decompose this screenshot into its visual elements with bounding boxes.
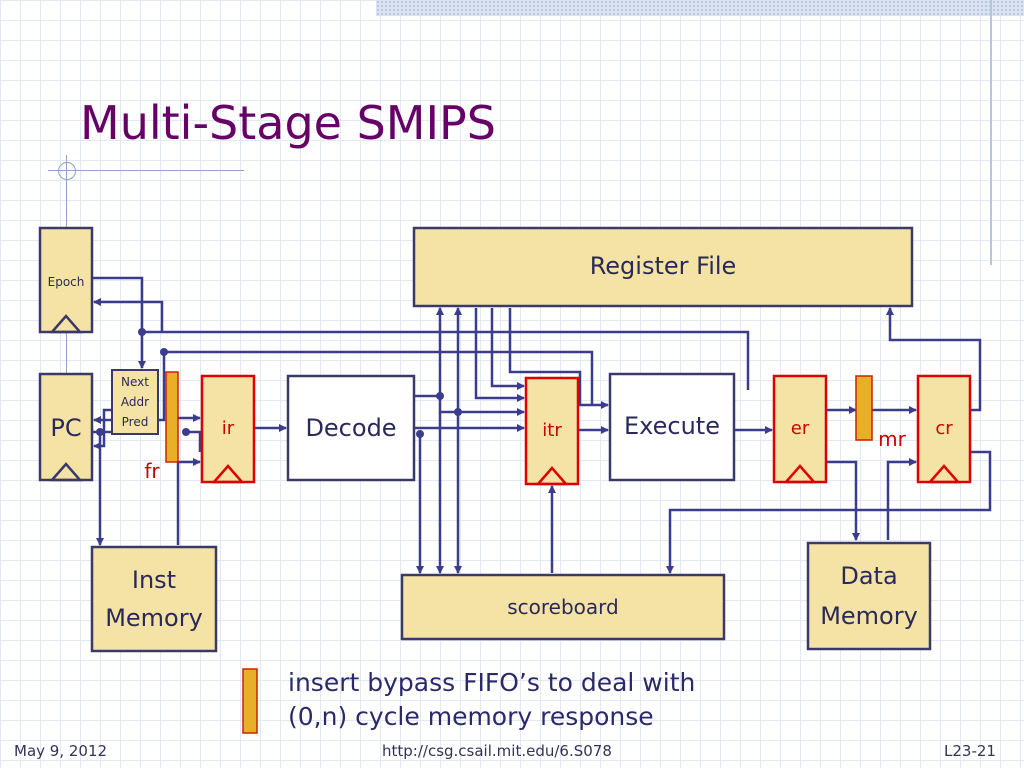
epoch-label: Epoch: [48, 275, 85, 289]
note-line-2: (0,n) cycle memory response: [288, 702, 654, 731]
execute-block: Execute: [608, 372, 736, 482]
pc-register: PC: [38, 372, 94, 482]
title-rule: [48, 170, 244, 171]
pc-label: PC: [50, 414, 81, 442]
mr-fifo: mr: [855, 375, 907, 451]
wire-er-to-dmem: [826, 460, 860, 541]
crosshair-decor: [58, 162, 76, 180]
register-file-label: Register File: [590, 252, 737, 280]
junction-dot: [160, 348, 168, 356]
wire-decode-to-exec: [508, 308, 609, 409]
footer-date: May 9, 2012: [14, 742, 108, 760]
data-memory-block: Data Memory: [806, 541, 932, 651]
slide-title: Multi-Stage SMIPS: [80, 96, 496, 150]
execute-label: Execute: [624, 412, 720, 440]
ir-register: ir: [200, 374, 256, 484]
pred-label-3: Pred: [122, 415, 149, 429]
ir-label: ir: [222, 418, 235, 439]
bypass-fifo-legend-swatch: [242, 668, 258, 734]
wire-pc-to-ir: [186, 430, 202, 452]
wire-decode-to-itr-2: [414, 394, 525, 416]
wire-pred-to-pc: [93, 408, 112, 450]
wire-epoch-to-pred: [92, 276, 146, 369]
junction-dot: [182, 428, 190, 436]
wire-cr-to-sb: [666, 450, 992, 574]
bypass-fifo-note: insert bypass FIFO’s to deal with (0,n) …: [288, 666, 808, 734]
inst-memory-block: Inst Memory: [90, 545, 218, 653]
data-memory-label-2: Memory: [820, 602, 918, 630]
junction-dot: [454, 408, 462, 416]
right-decor-line: [990, 0, 992, 265]
itr-register: itr: [524, 376, 580, 486]
inst-memory-label-1: Inst: [132, 566, 176, 594]
decode-block: Decode: [286, 374, 416, 482]
junction-dot: [416, 430, 424, 438]
inst-memory-label-2: Memory: [105, 604, 203, 632]
wire-rf-to-itr-1: [474, 308, 525, 402]
pred-label-2: Addr: [121, 395, 149, 409]
mr-label: mr: [878, 427, 906, 451]
itr-label: itr: [542, 420, 562, 441]
top-decor-band: [376, 0, 1024, 16]
next-addr-pred-block: Next Addr Pred: [111, 369, 159, 435]
footer-page-number: L23-21: [944, 742, 996, 760]
wire-dmem-to-cr: [886, 458, 917, 540]
junction-dots: [96, 328, 462, 438]
epoch-register: Epoch: [38, 226, 94, 334]
cr-register: cr: [916, 374, 972, 484]
footer-url: http://csg.csail.mit.edu/6.S078: [382, 742, 612, 760]
decode-label: Decode: [305, 414, 396, 442]
fr-fifo: fr: [144, 371, 179, 483]
cr-label: cr: [935, 418, 953, 439]
wire-cr-to-rf: [886, 307, 982, 412]
note-line-1: insert bypass FIFO’s to deal with: [288, 668, 696, 697]
scoreboard-label: scoreboard: [507, 595, 619, 619]
scoreboard-block: scoreboard: [400, 573, 726, 641]
pred-label-1: Next: [121, 375, 149, 389]
register-file: Register File: [412, 226, 914, 308]
junction-dot: [436, 392, 444, 400]
wire-execute-to-epoch: [142, 330, 750, 390]
wire-rf-to-itr-2: [490, 308, 525, 390]
wire-epoch-feedback: [93, 298, 164, 332]
junction-dot: [138, 328, 146, 336]
junction-dot: [96, 428, 104, 436]
fr-label: fr: [144, 459, 160, 483]
data-memory-label-1: Data: [840, 562, 897, 590]
er-register: er: [772, 374, 828, 484]
er-label: er: [791, 418, 810, 439]
wire-imem-to-fr: [176, 458, 201, 545]
wires: [92, 276, 992, 574]
